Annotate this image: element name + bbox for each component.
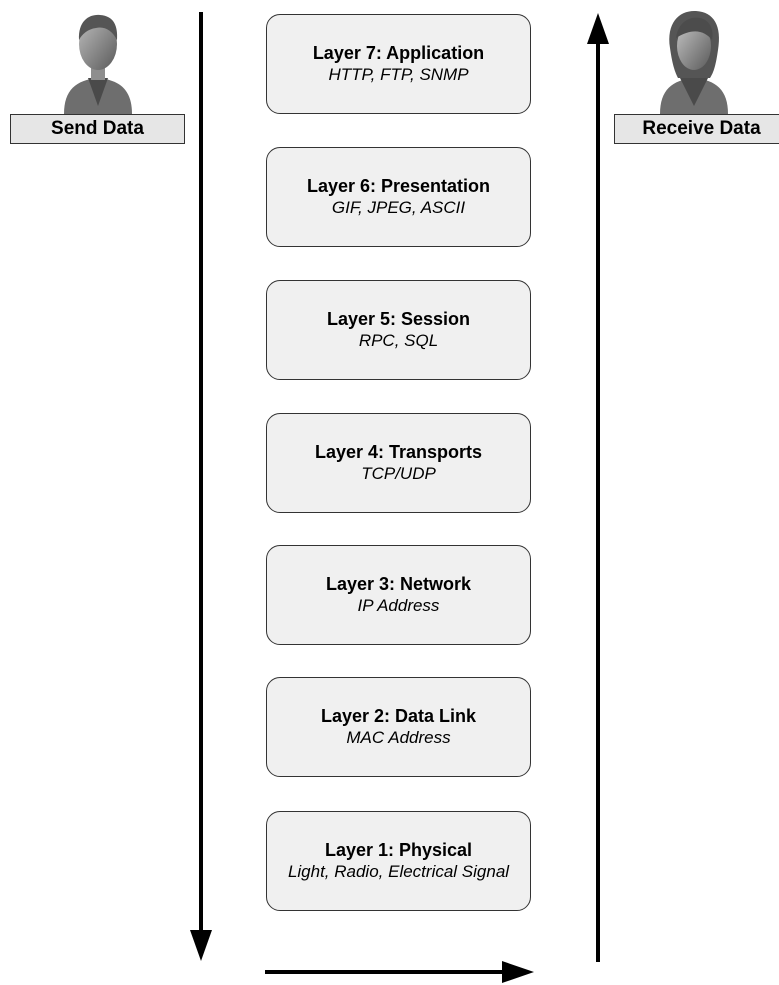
layer-protocols: TCP/UDP — [361, 464, 436, 484]
layer-protocols: HTTP, FTP, SNMP — [328, 65, 469, 85]
layer-3-box: Layer 3: Network IP Address — [266, 545, 531, 645]
receive-data-label: Receive Data — [614, 114, 779, 144]
layer-title: Layer 5: Session — [326, 308, 471, 329]
female-user-icon — [660, 10, 728, 114]
layer-1-box: Layer 1: Physical Light, Radio, Electric… — [266, 811, 531, 911]
layer-title: Layer 3: Network — [325, 573, 472, 594]
transmit-right-arrow-head — [502, 961, 534, 983]
layer-4-box: Layer 4: Transports TCP/UDP — [266, 413, 531, 513]
layer-6-box: Layer 6: Presentation GIF, JPEG, ASCII — [266, 147, 531, 247]
receive-up-arrow-head — [587, 13, 609, 44]
layer-title: Layer 6: Presentation — [306, 175, 491, 196]
layer-title: Layer 7: Application — [312, 42, 485, 63]
layer-title: Layer 2: Data Link — [320, 705, 477, 726]
layer-protocols: GIF, JPEG, ASCII — [331, 198, 466, 218]
send-data-label: Send Data — [10, 114, 185, 144]
layer-protocols: RPC, SQL — [358, 331, 439, 351]
send-down-arrow-head — [190, 930, 212, 961]
layer-protocols: MAC Address — [346, 728, 451, 748]
male-user-icon — [64, 14, 132, 114]
layer-7-box: Layer 7: Application HTTP, FTP, SNMP — [266, 14, 531, 114]
layer-protocols: IP Address — [357, 596, 440, 616]
layer-2-box: Layer 2: Data Link MAC Address — [266, 677, 531, 777]
layer-title: Layer 1: Physical — [324, 839, 473, 860]
layer-title: Layer 4: Transports — [314, 441, 483, 462]
layer-5-box: Layer 5: Session RPC, SQL — [266, 280, 531, 380]
layer-protocols: Light, Radio, Electrical Signal — [287, 862, 510, 882]
